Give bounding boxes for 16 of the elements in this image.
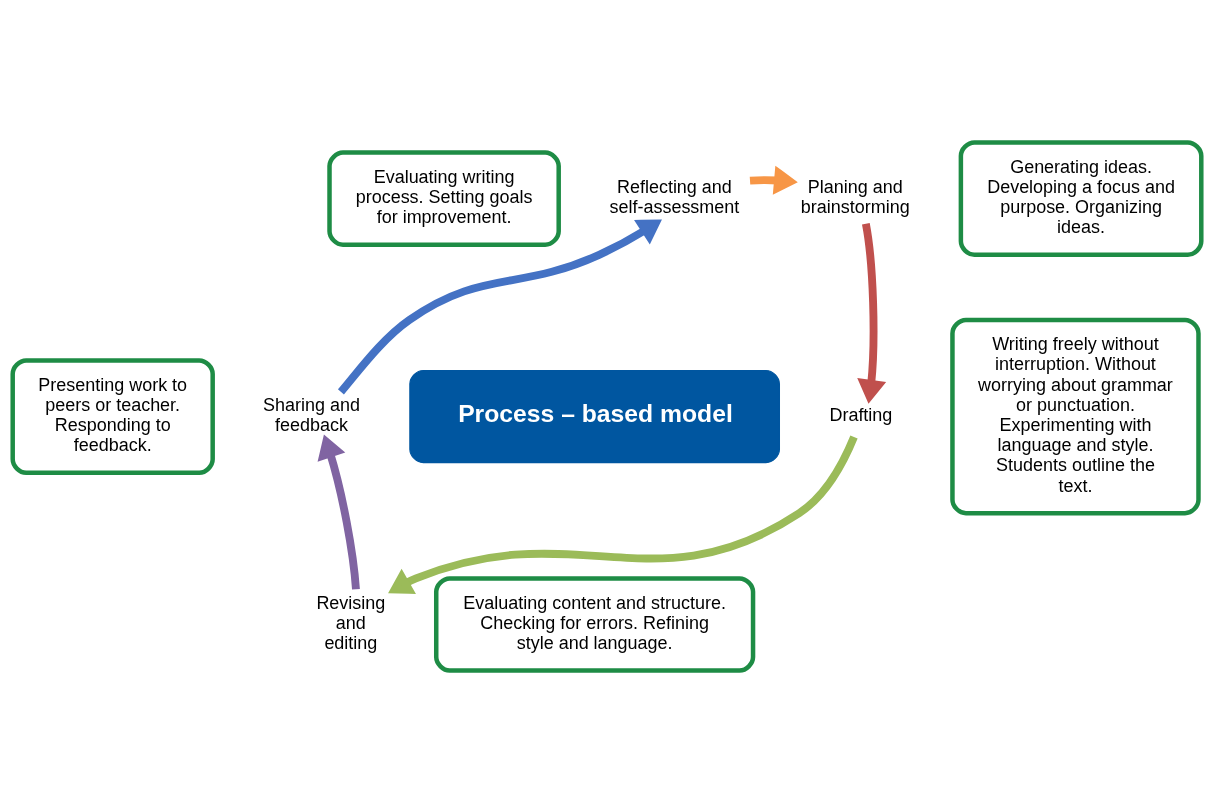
- node-box: Process – based model: [409, 369, 780, 463]
- node-box: Evaluating content and structure. Checking for errors. Refining style and language.: [434, 575, 756, 673]
- arrow: [857, 222, 887, 404]
- node-text: Reflecting and self-assessment: [609, 176, 740, 217]
- node-text: Sharing and feedback: [263, 394, 360, 435]
- node-text: Revising and editing: [316, 591, 386, 653]
- node-box: Writing freely without interruption. Without worrying about grammar or punctuation. Experimenting with language and style. Students outline the text.: [950, 317, 1201, 515]
- arrow: [749, 165, 798, 195]
- node-box: Presenting work to peers or teacher. Responding to feedback.: [10, 357, 215, 475]
- node-text: Drafting: [829, 404, 893, 425]
- arrow: [388, 434, 858, 594]
- arrow: [317, 434, 360, 590]
- node-box: Generating ideas. Developing a focus and purpose. Organizing ideas.: [958, 139, 1204, 257]
- node-text: Planing and brainstorming: [800, 176, 910, 217]
- arrow: [337, 218, 662, 394]
- node-box: Evaluating writing process. Setting goals for improvement.: [327, 149, 561, 247]
